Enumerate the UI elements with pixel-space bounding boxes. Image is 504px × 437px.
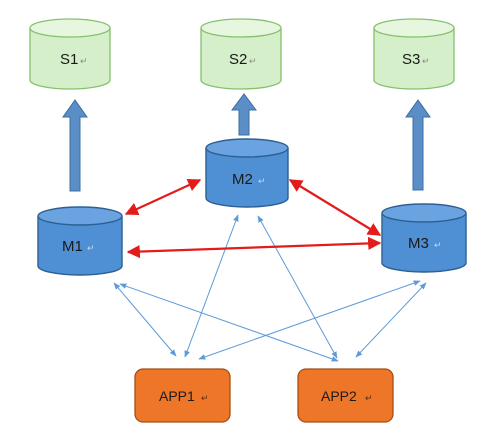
master-label: M1 — [62, 238, 83, 255]
paragraph-mark: ↵ — [201, 393, 209, 403]
slave-s1: S1 ↵ — [29, 18, 111, 90]
slave-label: S1 — [60, 51, 78, 68]
slave-s2: S2 ↵ — [200, 18, 282, 90]
sync-arrow-m2-s2 — [231, 93, 257, 136]
link-app2-m3 — [355, 282, 427, 358]
replication-links — [124, 178, 382, 259]
app-app2: APP2 ↵ — [297, 368, 394, 423]
paragraph-mark: ↵ — [80, 56, 88, 66]
app-label: APP1 — [159, 388, 195, 404]
sync-arrow-m1-s1 — [62, 99, 88, 192]
sync-arrow-m3-s3 — [405, 99, 431, 191]
master-m3: M3 ↵ — [381, 203, 467, 273]
client-links — [113, 214, 427, 362]
master-label: M2 — [232, 171, 253, 188]
link-app1-m1 — [113, 282, 177, 357]
master-m2: M2 ↵ — [205, 138, 289, 208]
paragraph-mark: ↵ — [249, 56, 257, 66]
replication-m2-m3 — [288, 179, 382, 236]
sync-arrows — [62, 93, 431, 192]
paragraph-mark: ↵ — [365, 393, 373, 403]
link-app1-m2 — [184, 214, 239, 358]
slave-label: S2 — [229, 51, 247, 68]
master-label: M3 — [408, 235, 429, 252]
app-app1: APP1 ↵ — [134, 368, 231, 423]
replication-m1-m3 — [126, 236, 382, 259]
replication-m1-m2 — [124, 178, 202, 216]
paragraph-mark: ↵ — [258, 176, 266, 186]
link-app2-m1 — [119, 283, 339, 362]
paragraph-mark: ↵ — [434, 240, 442, 250]
app-label: APP2 — [321, 388, 357, 404]
link-app1-m3 — [198, 280, 421, 360]
master-m1: M1 ↵ — [37, 206, 123, 276]
paragraph-mark: ↵ — [87, 243, 95, 253]
slave-label: S3 — [402, 51, 420, 68]
slave-s3: S3 ↵ — [373, 18, 455, 90]
paragraph-mark: ↵ — [422, 56, 430, 66]
